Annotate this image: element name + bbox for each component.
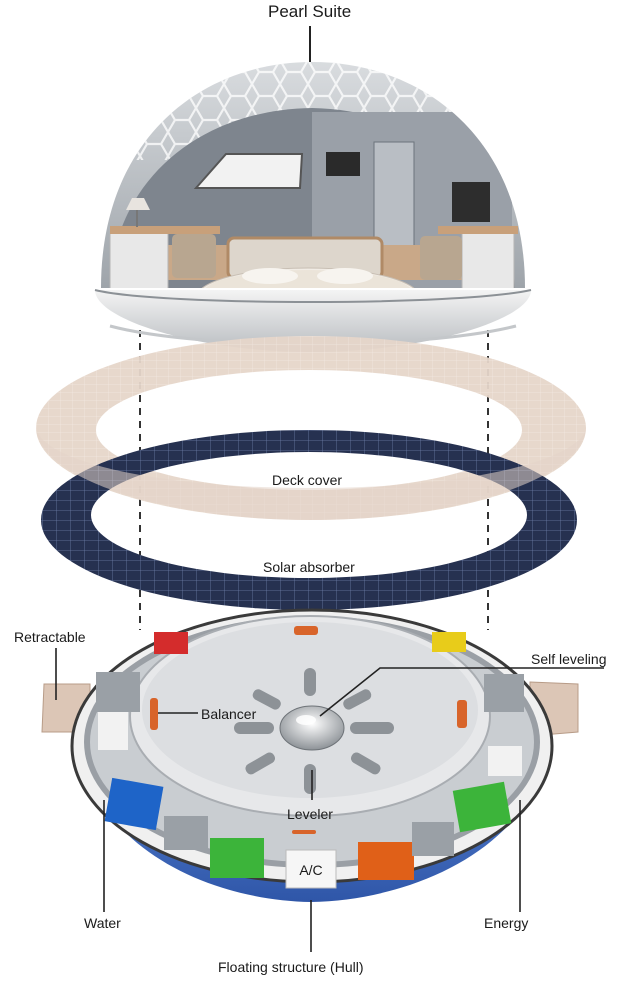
ac-block	[285, 849, 337, 889]
grey-block-right	[484, 674, 524, 712]
base-platform	[41, 608, 579, 902]
self-leveling-label: Self leveling	[531, 651, 607, 667]
yellow-block	[432, 632, 466, 652]
solar-absorber-label: Solar absorber	[263, 559, 355, 575]
white-block-right	[488, 746, 522, 776]
lamp	[126, 198, 150, 210]
chair-right	[420, 236, 462, 280]
chair-left	[172, 234, 216, 278]
grey-block-left	[96, 672, 140, 712]
green-block-bottom	[210, 838, 264, 878]
ac-label: A/C	[299, 862, 322, 878]
water-block	[104, 777, 164, 831]
desk-left	[109, 229, 169, 288]
grey-block-low-right	[412, 822, 454, 856]
title-label: Pearl Suite	[268, 2, 352, 21]
door	[373, 141, 415, 253]
dome-suite	[94, 62, 532, 352]
leveler-bars	[234, 668, 394, 794]
deck-cover-front	[36, 428, 586, 520]
energy-label: Energy	[484, 915, 529, 931]
tv	[326, 152, 360, 176]
deck-cover-label: Deck cover	[272, 472, 343, 488]
desk-right	[461, 229, 515, 288]
dome-base	[95, 290, 531, 352]
self-leveling-sphere	[279, 705, 345, 751]
solar-absorber-ring	[41, 430, 577, 610]
balancer-label: Balancer	[201, 706, 257, 722]
leader-lines	[55, 648, 604, 952]
balancers	[150, 626, 467, 834]
retractable-label: Retractable	[14, 629, 86, 645]
leveler-label: Leveler	[287, 806, 333, 822]
wardrobe	[452, 182, 490, 222]
water-label: Water	[84, 915, 121, 931]
hull-label: Floating structure (Hull)	[218, 959, 364, 975]
compartment-blocks	[96, 632, 524, 889]
window	[193, 153, 304, 189]
grey-block-low-left	[164, 816, 208, 850]
orange-block	[358, 842, 414, 880]
white-block-left	[98, 710, 128, 750]
green-block-right	[452, 781, 512, 833]
red-block	[154, 632, 188, 654]
